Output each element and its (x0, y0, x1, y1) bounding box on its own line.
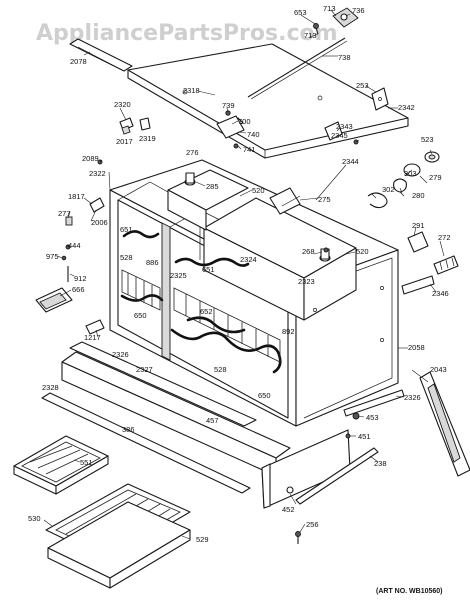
callout-279: 279 (429, 173, 442, 182)
callout-650-lower: 650 (258, 391, 271, 400)
callout-713: 713 (323, 4, 336, 13)
bracket-253 (371, 87, 389, 111)
callout-520-right: 520 (356, 247, 369, 256)
callout-523: 523 (421, 135, 434, 144)
callout-2319: 2319 (139, 134, 156, 143)
oven-body (109, 159, 399, 427)
side-trim-2346 (401, 275, 435, 295)
callout-528-upper: 528 (120, 253, 133, 262)
callout-1817: 1817 (68, 192, 85, 201)
callout-2326-left: 2326 (112, 350, 129, 359)
callout-2345: 2345 (331, 131, 348, 140)
clip-2320 (119, 117, 134, 131)
callout-2320: 2320 (114, 100, 131, 109)
terminal-block (407, 231, 459, 275)
screw-653 (313, 23, 319, 35)
callout-452: 452 (282, 505, 295, 514)
bracket-736 (332, 7, 359, 28)
callout-651-center: 651 (202, 265, 215, 274)
left-hardware (35, 159, 105, 335)
part-callouts: 653 713 736 713 2078 738 253 2342 2318 2… (28, 4, 451, 544)
callout-736: 736 (352, 6, 365, 15)
callout-739: 739 (222, 101, 235, 110)
broiler-pans (13, 435, 191, 589)
callout-2017: 2017 (116, 137, 133, 146)
callout-2346: 2346 (432, 289, 449, 298)
callout-2327: 2327 (136, 365, 153, 374)
callout-520-upper: 520 (252, 186, 265, 195)
callout-277: 277 (58, 209, 71, 218)
callout-528-lower: 528 (214, 365, 227, 374)
callout-2326-right: 2326 (404, 393, 421, 402)
callout-738: 738 (338, 53, 351, 62)
callout-253: 253 (356, 81, 369, 90)
top-cover-panel (127, 43, 409, 159)
callout-2343: 2343 (336, 122, 353, 131)
callout-303: 303 (404, 169, 417, 178)
callout-551: 551 (80, 458, 93, 467)
callout-653: 653 (294, 8, 307, 17)
callout-2089: 2089 (82, 154, 99, 163)
callout-2344: 2344 (342, 157, 359, 166)
callout-886: 886 (146, 258, 159, 267)
callout-457: 457 (206, 416, 219, 425)
art-number: (ART NO. WB10560) (376, 588, 443, 595)
callout-2078: 2078 (70, 57, 87, 66)
callout-740: 740 (247, 130, 260, 139)
callout-912: 912 (74, 274, 87, 283)
callout-268: 268 (302, 247, 315, 256)
callout-666: 666 (72, 285, 85, 294)
callout-652: 652 (200, 307, 213, 316)
callout-2325: 2325 (170, 271, 187, 280)
clip-2319 (139, 117, 151, 131)
callout-2342: 2342 (398, 103, 415, 112)
callout-2043: 2043 (430, 365, 447, 374)
callout-276: 276 (186, 148, 199, 157)
callout-2328: 2328 (42, 383, 59, 392)
rod-738 (247, 37, 348, 100)
callout-453: 453 (366, 413, 379, 422)
callout-238: 238 (374, 459, 387, 468)
leader-lines (43, 9, 445, 540)
callout-2322: 2322 (89, 169, 106, 178)
drawer-assembly (41, 341, 405, 544)
clip-2017 (121, 125, 131, 135)
callout-529: 529 (196, 535, 209, 544)
callout-975: 975 (46, 252, 59, 261)
callout-444: 444 (68, 241, 81, 250)
callout-291: 291 (412, 221, 425, 230)
callout-892: 892 (282, 327, 295, 336)
callout-651-left: 651 (120, 225, 133, 234)
callout-302: 302 (382, 185, 395, 194)
callout-1217: 1217 (84, 333, 101, 342)
callout-700: 700 (238, 117, 251, 126)
watermark-text: AppliancePartsPros.com (36, 21, 338, 46)
callout-650-left: 650 (134, 311, 147, 320)
oven-racks (121, 269, 281, 363)
callout-280: 280 (412, 191, 425, 200)
callout-275: 275 (318, 195, 331, 204)
callout-272: 272 (438, 233, 451, 242)
rear-strip-2078 (69, 38, 133, 72)
callout-2324: 2324 (240, 255, 257, 264)
callout-741: 741 (243, 145, 256, 154)
callout-2323: 2323 (298, 277, 315, 286)
callout-2006: 2006 (91, 218, 108, 227)
callout-713-lower: 713 (304, 31, 317, 40)
callout-285: 285 (206, 182, 219, 191)
callout-2058: 2058 (408, 343, 425, 352)
side-panel-2043 (419, 371, 470, 477)
callout-530: 530 (28, 514, 41, 523)
callout-386: 386 (122, 425, 135, 434)
callout-2318: 2318 (183, 86, 200, 95)
callout-256: 256 (306, 520, 319, 529)
callout-451: 451 (358, 432, 371, 441)
